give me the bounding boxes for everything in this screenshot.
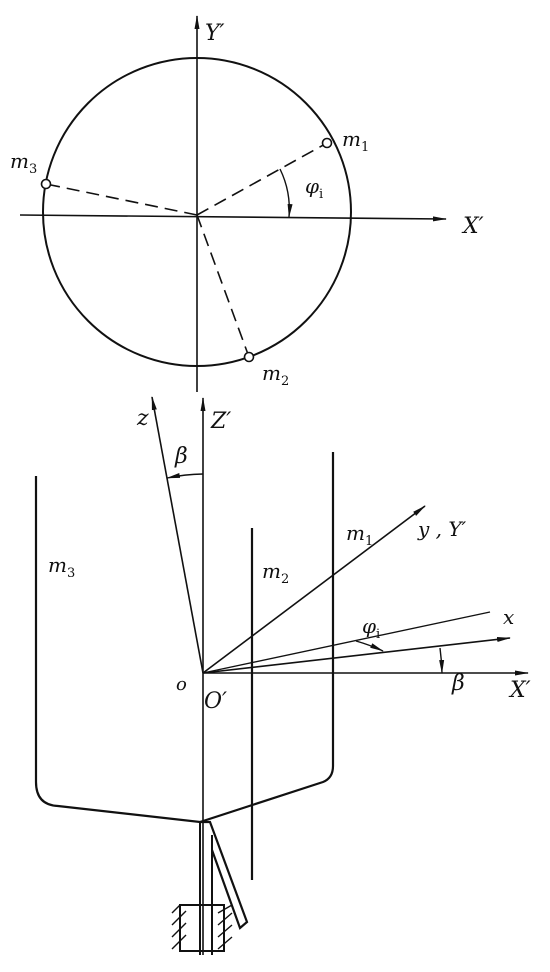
label-axis-y-prime-top: Y′ bbox=[205, 21, 225, 46]
bearing-hatch-r1 bbox=[217, 904, 233, 914]
point-m1-marker bbox=[321, 137, 333, 149]
angle-arc-phi-top bbox=[279, 168, 293, 218]
label-blade-m1: m1 bbox=[346, 521, 373, 549]
label-point-m1: m1 bbox=[342, 127, 369, 155]
label-blade-m3: m3 bbox=[48, 553, 75, 581]
angle-arc-beta-top bbox=[166, 472, 204, 479]
bearing-hatch-l4 bbox=[171, 934, 187, 950]
vessel-outline bbox=[34, 452, 335, 824]
label-axis-z: z bbox=[136, 406, 149, 431]
label-axis-z-prime: Z′ bbox=[210, 409, 231, 434]
side-view: z Z′ β y , Y′ x X′ β φi o O′ m1 m2 m3 bbox=[34, 396, 531, 955]
label-point-m3: m3 bbox=[10, 149, 37, 177]
label-beta-top: β bbox=[174, 444, 188, 469]
label-origin-small: o bbox=[176, 674, 187, 695]
label-angle-phi-top: φi bbox=[305, 174, 323, 202]
label-axis-x-prime-top: X′ bbox=[461, 214, 484, 239]
point-m3-marker bbox=[40, 178, 52, 190]
label-point-m2: m2 bbox=[262, 361, 289, 389]
label-phi-side: φi bbox=[362, 614, 380, 642]
axis-z bbox=[151, 396, 204, 674]
axis-x-prime-top bbox=[19, 214, 447, 222]
bearing-hatch-l3 bbox=[171, 922, 187, 938]
label-axis-y-prime-side: y , Y′ bbox=[417, 517, 467, 541]
axis-y-prime-side bbox=[202, 505, 426, 674]
angle-arc-beta-right bbox=[439, 647, 445, 674]
label-axis-x-prime-side: X′ bbox=[508, 678, 531, 703]
label-blade-m2: m2 bbox=[262, 559, 289, 587]
bearing-hatch-l1 bbox=[171, 904, 181, 914]
bearing-hatch-l2 bbox=[171, 910, 187, 926]
label-beta-right: β bbox=[451, 671, 465, 696]
axis-x-tilted bbox=[202, 636, 511, 674]
radius-m3 bbox=[45, 183, 198, 216]
label-origin: O′ bbox=[204, 689, 227, 714]
top-view: Y′ X′ m1 m2 m3 φi bbox=[10, 15, 484, 392]
bearing-hatch-r2 bbox=[217, 912, 233, 926]
point-m2-marker bbox=[243, 351, 255, 363]
bearing-hatch-r4 bbox=[217, 936, 233, 950]
bearing-box bbox=[179, 904, 225, 952]
label-axis-x-tilted: x bbox=[503, 605, 514, 629]
hub-shape bbox=[200, 820, 249, 930]
ray-upper bbox=[202, 611, 491, 674]
radius-m2 bbox=[196, 214, 250, 358]
angle-arc-phi-side bbox=[355, 640, 384, 652]
radius-m1 bbox=[196, 142, 328, 216]
bearing-support bbox=[171, 904, 233, 952]
bearing-hatch-r3 bbox=[217, 924, 233, 938]
